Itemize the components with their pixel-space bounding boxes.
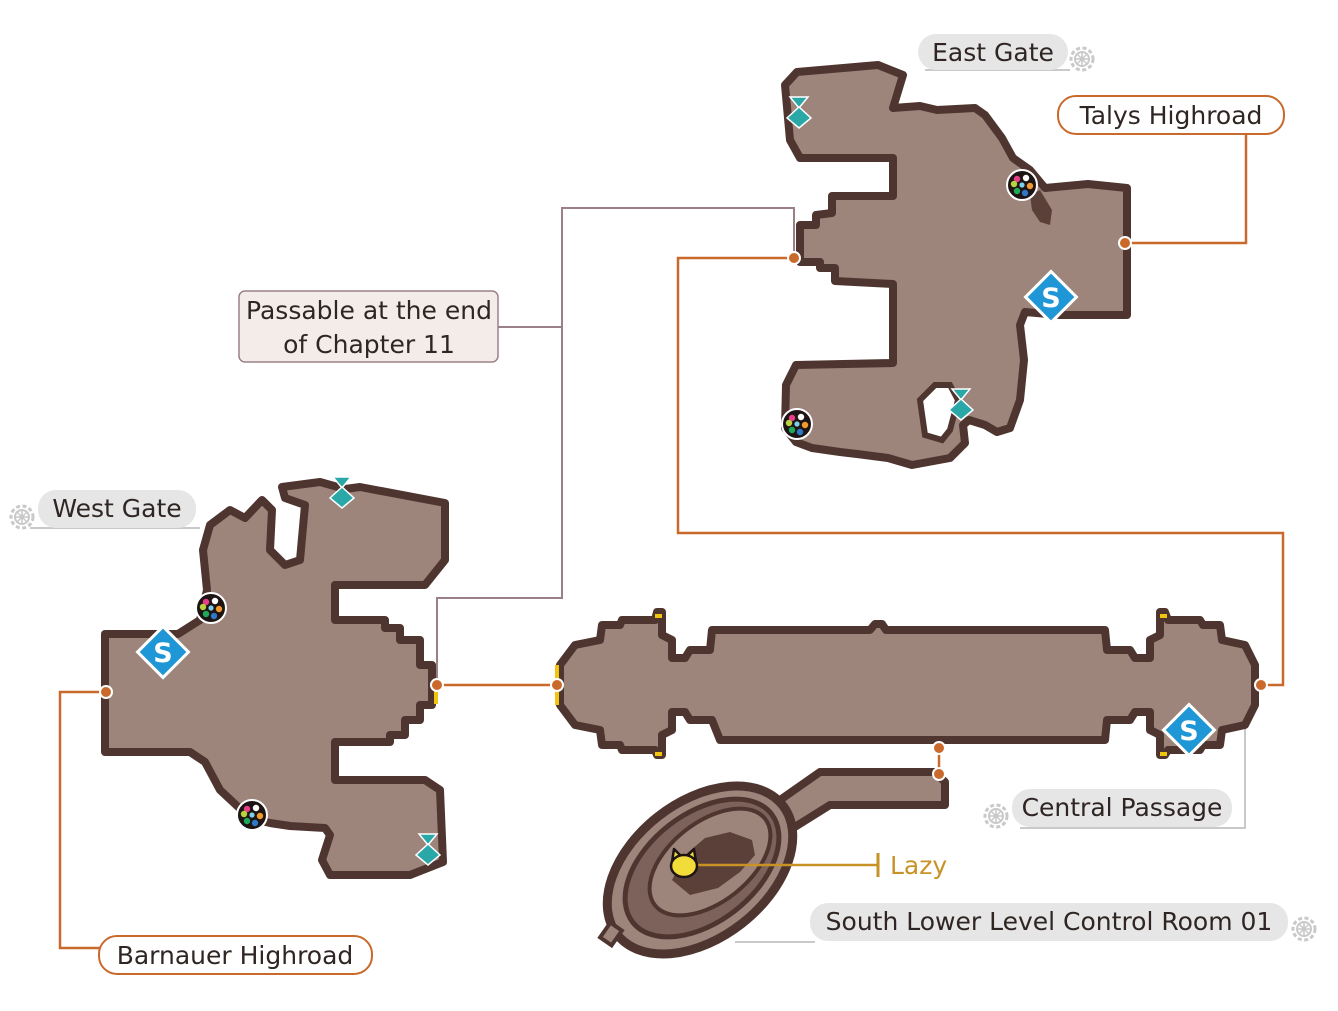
route-west-to-east-passable	[436, 207, 795, 685]
svg-text:S: S	[1041, 283, 1060, 314]
svg-text:S: S	[153, 638, 172, 669]
route-node	[550, 678, 564, 692]
west-gate-label[interactable]: West Gate	[38, 490, 196, 528]
colored-dots-icon[interactable]	[1006, 169, 1038, 201]
door-marker	[655, 614, 662, 618]
svg-text:South Lower Level Control Room: South Lower Level Control Room 01	[826, 907, 1273, 936]
gear-icon	[1069, 46, 1095, 72]
svg-text:West Gate: West Gate	[52, 494, 181, 523]
route-barnauer-leader	[58, 690, 106, 950]
route-talys-leader	[1125, 132, 1248, 245]
room-east	[781, 61, 1131, 469]
cat-face-icon[interactable]	[669, 847, 699, 879]
lazy-label: Lazy	[890, 851, 947, 880]
route-node	[1118, 236, 1132, 250]
room-south-control-floor	[672, 832, 755, 895]
door-marker	[1160, 614, 1167, 618]
room-south-control-stub	[597, 919, 625, 949]
svg-text:of Chapter 11: of Chapter 11	[283, 330, 455, 359]
door-marker	[1160, 752, 1167, 756]
svg-text:Passable at the end: Passable at the end	[246, 296, 492, 325]
route-node	[932, 741, 946, 755]
svg-text:East Gate: East Gate	[932, 38, 1054, 67]
east-gate-label[interactable]: East Gate	[918, 34, 1068, 70]
gear-icon	[1291, 916, 1317, 942]
route-node	[99, 685, 113, 699]
central-passage-label[interactable]: Central Passage	[1012, 789, 1232, 827]
barnauer-highroad-label[interactable]: Barnauer Highroad	[98, 935, 373, 975]
room-central-passage	[556, 608, 1259, 759]
gear-icon	[9, 504, 35, 530]
room-west	[101, 478, 449, 879]
colored-dots-icon[interactable]	[195, 592, 227, 624]
passable-note: Passable at the end of Chapter 11	[238, 290, 499, 363]
route-node	[787, 251, 801, 265]
talys-highroad-label[interactable]: Talys Highroad	[1057, 95, 1285, 135]
route-node	[430, 678, 444, 692]
colored-dots-icon[interactable]	[236, 799, 268, 831]
save-point-icon[interactable]: S	[1162, 703, 1216, 757]
room-east-dark-niche	[1030, 190, 1052, 225]
south-control-room-label[interactable]: South Lower Level Control Room 01	[810, 903, 1288, 941]
svg-text:Barnauer Highroad: Barnauer Highroad	[117, 941, 354, 970]
save-point-icon[interactable]: S	[1024, 270, 1078, 324]
svg-text:Talys Highroad: Talys Highroad	[1079, 101, 1263, 130]
svg-text:Central Passage: Central Passage	[1022, 793, 1223, 822]
door-marker	[434, 690, 438, 704]
colored-dots-icon[interactable]	[781, 408, 813, 440]
svg-text:S: S	[1179, 716, 1198, 747]
save-point-icon[interactable]: S	[136, 625, 190, 679]
gear-icon	[983, 803, 1009, 829]
route-node	[1254, 678, 1268, 692]
route-node	[932, 767, 946, 781]
door-marker	[655, 752, 662, 756]
room-south-corridor	[776, 768, 949, 834]
route-east-to-central	[676, 256, 1285, 687]
